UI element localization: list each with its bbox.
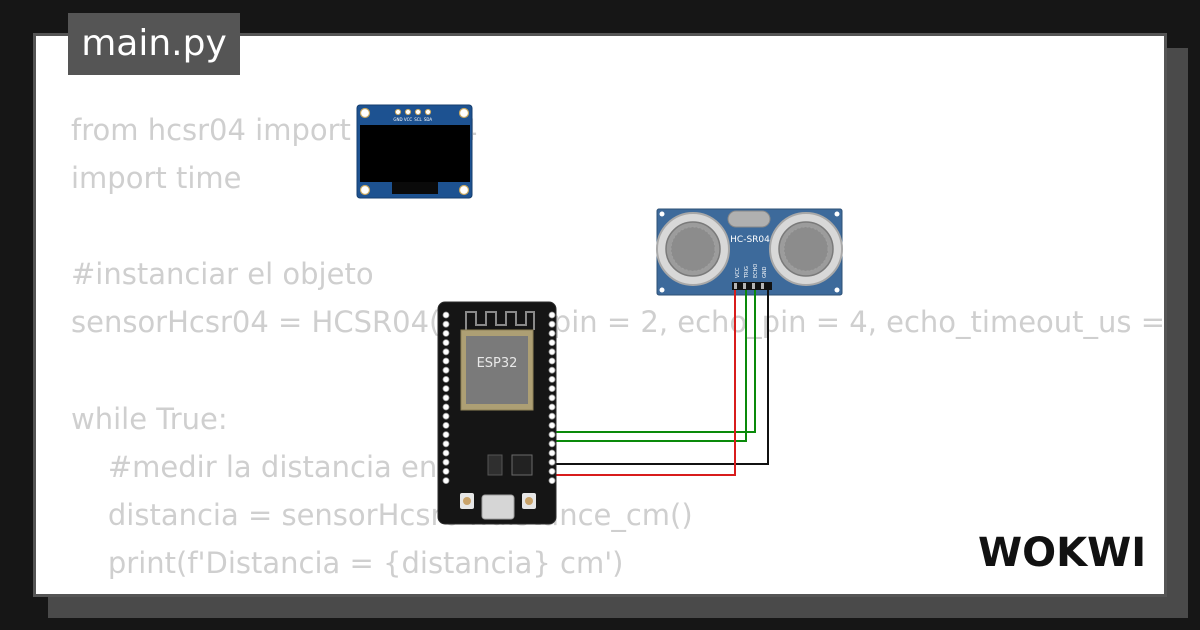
esp32-pin[interactable]: [442, 477, 450, 485]
esp32-pin[interactable]: [442, 403, 450, 411]
wire-vcc[interactable]: [552, 290, 736, 476]
usb-chip: [511, 454, 533, 476]
esp32-pin[interactable]: [442, 449, 450, 457]
wire-gnd[interactable]: [552, 290, 769, 465]
esp32-pin[interactable]: [442, 385, 450, 393]
esp32-pin[interactable]: [442, 412, 450, 420]
esp32-pin[interactable]: [442, 394, 450, 402]
esp32-pin[interactable]: [548, 403, 556, 411]
sensor-pin-label: TRIG: [744, 266, 750, 279]
esp32-pin[interactable]: [548, 385, 556, 393]
esp32-pin[interactable]: [548, 467, 556, 475]
transducer-right: [769, 212, 843, 286]
sensor-label: HC-SR04: [730, 235, 770, 245]
sensor-pin-label: GND: [762, 266, 768, 278]
esp32-pin[interactable]: [442, 421, 450, 429]
esp32-pin[interactable]: [442, 339, 450, 347]
oled-ribbon: [392, 182, 438, 194]
oled-pin-label: SCL: [414, 117, 422, 122]
sensor-pin-label: ECHO: [753, 264, 759, 278]
esp32-pin[interactable]: [548, 412, 556, 420]
esp32-pin[interactable]: [548, 449, 556, 457]
esp32-pin[interactable]: [548, 366, 556, 374]
esp32-pin[interactable]: [442, 320, 450, 328]
esp32-pin[interactable]: [442, 366, 450, 374]
wokwi-logo-text: WOKWI: [978, 530, 1146, 576]
oled-display[interactable]: GND VCC SCL SDA: [356, 104, 473, 199]
esp32-pin[interactable]: [548, 357, 556, 365]
esp32-pin[interactable]: [442, 431, 450, 439]
code-line: while True:: [71, 401, 228, 436]
esp32-board[interactable]: ESP32: [437, 301, 557, 525]
esp32-pin[interactable]: [548, 311, 556, 319]
esp32-pin[interactable]: [548, 394, 556, 402]
esp32-pin[interactable]: [548, 421, 556, 429]
oled-pin[interactable]: [394, 108, 402, 116]
esp32-pin[interactable]: [548, 339, 556, 347]
esp32-pin[interactable]: [548, 477, 556, 485]
wires: [552, 290, 769, 476]
wire-trig[interactable]: [552, 290, 756, 433]
esp32-pin[interactable]: [442, 458, 450, 466]
oled-pin-label: VCC: [404, 117, 413, 122]
crystal-oscillator: [727, 210, 771, 228]
esp32-chip: [466, 336, 528, 404]
oled-pin[interactable]: [424, 108, 432, 116]
file-tab[interactable]: main.py: [68, 13, 240, 75]
esp32-pin-rows[interactable]: [442, 311, 556, 485]
code-line: import time: [71, 161, 242, 196]
ultrasonic-sensor[interactable]: HC-SR04 VCC TRIG ECHO GND: [656, 208, 843, 296]
oled-screen: [360, 125, 470, 182]
esp32-label: ESP32: [477, 356, 518, 371]
code-line: sensorHcsr04 = HCSR04(trigger_pin = 2, e…: [71, 305, 1167, 340]
oled-pin[interactable]: [414, 108, 422, 116]
wokwi-logo: WOKWI: [978, 530, 1146, 576]
esp32-pin[interactable]: [442, 440, 450, 448]
esp32-pin[interactable]: [442, 467, 450, 475]
esp32-pin[interactable]: [442, 329, 450, 337]
esp32-pin[interactable]: [548, 458, 556, 466]
esp32-pin[interactable]: [442, 311, 450, 319]
esp32-pin[interactable]: [548, 375, 556, 383]
esp32-pin[interactable]: [548, 329, 556, 337]
oled-pin-label: GND: [393, 117, 402, 122]
oled-pin-label: SDA: [424, 117, 433, 122]
oled-pin[interactable]: [404, 108, 412, 116]
esp32-pin[interactable]: [548, 348, 556, 356]
esp32-pin[interactable]: [442, 357, 450, 365]
wire-echo[interactable]: [552, 290, 747, 442]
esp32-pin[interactable]: [548, 440, 556, 448]
esp32-pin[interactable]: [548, 431, 556, 439]
sensor-pin-label: VCC: [735, 267, 741, 278]
esp32-pin[interactable]: [442, 348, 450, 356]
esp32-pin[interactable]: [548, 320, 556, 328]
usb-port: [481, 494, 515, 520]
code-line: #cada 2 s vamos a leer nuevamente la dis…: [71, 587, 1164, 595]
code-line: #instanciar el objeto: [71, 257, 374, 292]
esp32-pin[interactable]: [442, 375, 450, 383]
transducer-left: [656, 212, 730, 286]
code-line: print(f'Distancia = {distancia} cm'): [71, 545, 624, 580]
